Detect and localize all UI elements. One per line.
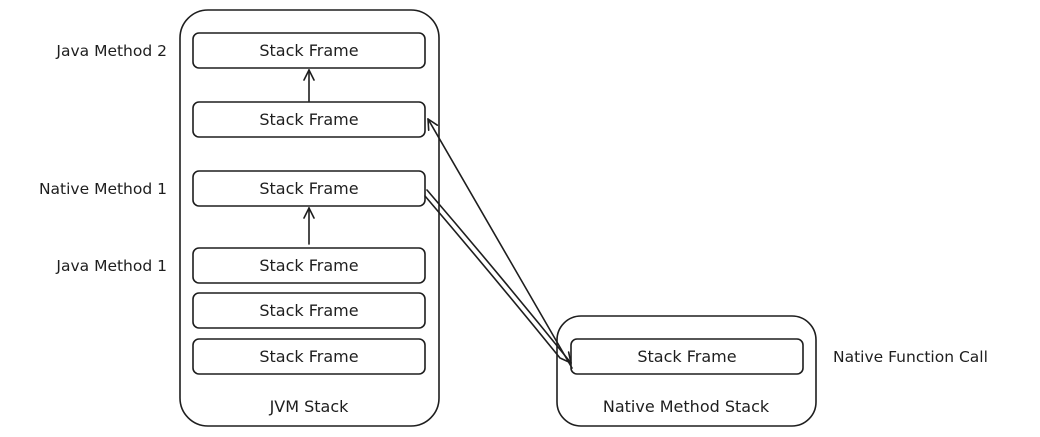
label-java-method-2: Java Method 2 xyxy=(55,42,167,60)
native-stack-title: Native Method Stack xyxy=(603,397,770,416)
jvm-frame-4 xyxy=(192,247,426,284)
native-stack-container xyxy=(556,315,817,427)
jvm-frame-1-label: Stack Frame xyxy=(259,41,358,60)
jvm-frame-6 xyxy=(192,338,426,375)
arrow-native-method-to-native-frame-sketch xyxy=(424,195,561,359)
jvm-frame-3-label: Stack Frame xyxy=(259,179,358,198)
jvm-stack-title: JVM Stack xyxy=(269,397,350,416)
label-java-method-1: Java Method 1 xyxy=(55,257,167,275)
jvm-frame-4-label: Stack Frame xyxy=(259,256,358,275)
jvm-frame-2 xyxy=(192,101,426,138)
arrow-native-method-to-native-frame xyxy=(426,189,571,363)
label-native-function-call: Native Function Call xyxy=(833,348,988,366)
jvm-frame-5 xyxy=(192,292,426,329)
jvm-stack-container xyxy=(179,9,440,427)
jvm-frame-1 xyxy=(192,32,426,69)
native-frame-1-label: Stack Frame xyxy=(637,347,736,366)
jvm-frame-3 xyxy=(192,170,426,207)
jvm-frame-6-label: Stack Frame xyxy=(259,347,358,366)
jvm-frame-5-label: Stack Frame xyxy=(259,301,358,320)
label-native-method-1: Native Method 1 xyxy=(39,180,167,198)
jvm-frame-2-label: Stack Frame xyxy=(259,110,358,129)
arrow-native-frame-to-jvm-frame2 xyxy=(428,119,573,369)
